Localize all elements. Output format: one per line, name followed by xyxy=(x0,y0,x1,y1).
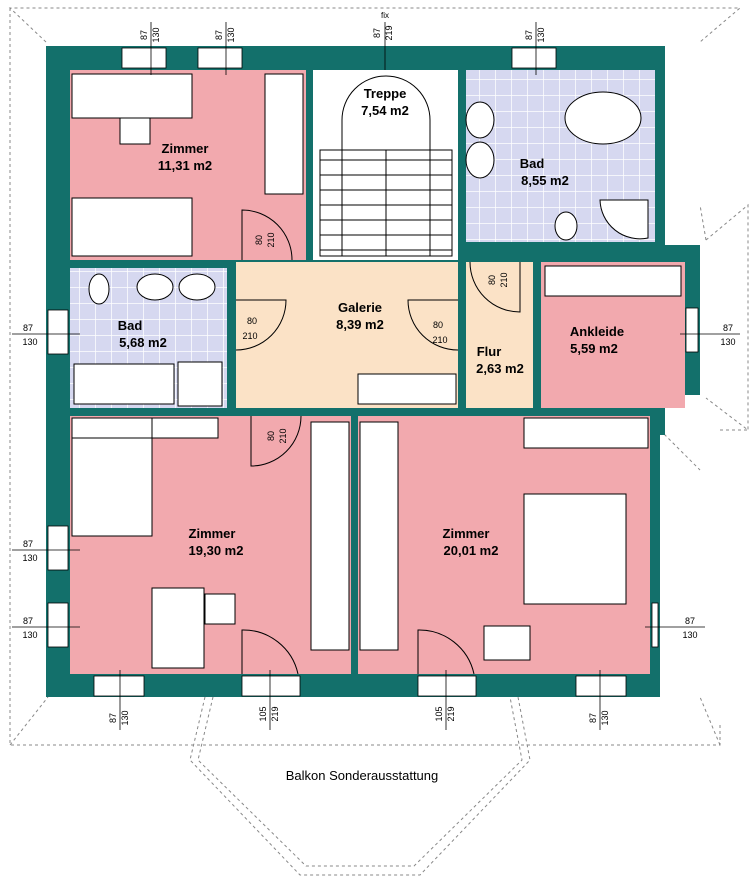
label-bad-w-name: Bad xyxy=(118,318,143,333)
dim-left1-h: 130 xyxy=(22,337,37,347)
dim-door2-h: 210 xyxy=(242,331,257,341)
dim-top4-h: 130 xyxy=(536,27,546,42)
dim-door2-w: 80 xyxy=(247,316,257,326)
dim-left3-h: 130 xyxy=(22,630,37,640)
dim-left1-w: 87 xyxy=(23,323,33,333)
windows xyxy=(47,47,699,697)
dim-top4-w: 87 xyxy=(524,30,534,40)
label-treppe-area: 7,54 m2 xyxy=(361,103,409,118)
sanitary-fixtures xyxy=(88,91,649,305)
dim-top2-w: 87 xyxy=(214,30,224,40)
dim-right2-w: 87 xyxy=(685,616,695,626)
dim-top1-w: 87 xyxy=(139,30,149,40)
dim-door4-w: 80 xyxy=(487,275,497,285)
dim-door5-h: 210 xyxy=(278,428,288,443)
label-zimmer-sw-area: 19,30 m2 xyxy=(189,543,244,558)
label-bad-w-area: 5,68 m2 xyxy=(119,335,167,350)
dim-bottom2-h: 219 xyxy=(270,706,280,721)
label-ankleide-name: Ankleide xyxy=(570,324,624,339)
dim-bottom3-h: 219 xyxy=(446,706,456,721)
dim-left2-w: 87 xyxy=(23,539,33,549)
dim-door4-h: 210 xyxy=(499,272,509,287)
dim-door3-h: 210 xyxy=(432,335,447,345)
label-zimmer-se-name: Zimmer xyxy=(443,526,490,541)
staircase-steps xyxy=(320,75,452,256)
label-flur-name: Flur xyxy=(477,344,502,359)
label-flur-area: 2,63 m2 xyxy=(476,361,524,376)
door-swings xyxy=(235,209,521,675)
room-flur xyxy=(466,262,533,408)
balcony-caption: Balkon Sonderausstattung xyxy=(286,768,439,783)
label-treppe-name: Treppe xyxy=(364,86,407,101)
label-galerie-area: 8,39 m2 xyxy=(336,317,384,332)
dim-left2-h: 130 xyxy=(22,553,37,563)
dim-bottom3-w: 105 xyxy=(434,706,444,721)
label-zimmer-sw-name: Zimmer xyxy=(189,526,236,541)
dim-bottom4-h: 130 xyxy=(600,710,610,725)
dim-top2-h: 130 xyxy=(226,27,236,42)
dim-top3-fix: fix xyxy=(381,11,389,20)
dim-door1-h: 210 xyxy=(266,232,276,247)
dim-door3-w: 80 xyxy=(433,320,443,330)
label-zimmer-se-area: 20,01 m2 xyxy=(444,543,499,558)
label-galerie-name: Galerie xyxy=(338,300,382,315)
label-bad-ne-name: Bad xyxy=(520,156,545,171)
dim-right1-w: 87 xyxy=(723,323,733,333)
label-zimmer-nw-area: 11,31 m2 xyxy=(158,158,212,173)
dim-door1-w: 80 xyxy=(254,235,264,245)
dim-right1-h: 130 xyxy=(720,337,735,347)
dim-bottom4-w: 87 xyxy=(588,713,598,723)
furniture xyxy=(71,73,682,669)
dim-top1-h: 130 xyxy=(151,27,161,42)
dim-top3-w: 87 xyxy=(372,28,382,38)
dim-left3-w: 87 xyxy=(23,616,33,626)
dim-bottom1-h: 130 xyxy=(120,710,130,725)
label-zimmer-nw-name: Zimmer xyxy=(162,141,209,156)
balcony-outline xyxy=(189,696,531,876)
room-labels: Zimmer 11,31 m2 Treppe 7,54 m2 Bad 8,55 … xyxy=(118,86,624,558)
roof-overhang xyxy=(8,7,749,746)
dim-right2-h: 130 xyxy=(682,630,697,640)
label-ankleide-area: 5,59 m2 xyxy=(570,341,618,356)
dim-bottom1-w: 87 xyxy=(108,713,118,723)
dim-top3-h: 219 xyxy=(384,25,394,40)
dim-bottom2-w: 105 xyxy=(258,706,268,721)
window-dimension-labels: 87 130 87 130 fix 87 219 87 130 87 130 8… xyxy=(12,11,740,730)
door-dimension-labels: 80 210 80 210 80 210 80 210 80 210 xyxy=(242,232,509,443)
label-bad-ne-area: 8,55 m2 xyxy=(521,173,569,188)
dim-door5-w: 80 xyxy=(266,431,276,441)
